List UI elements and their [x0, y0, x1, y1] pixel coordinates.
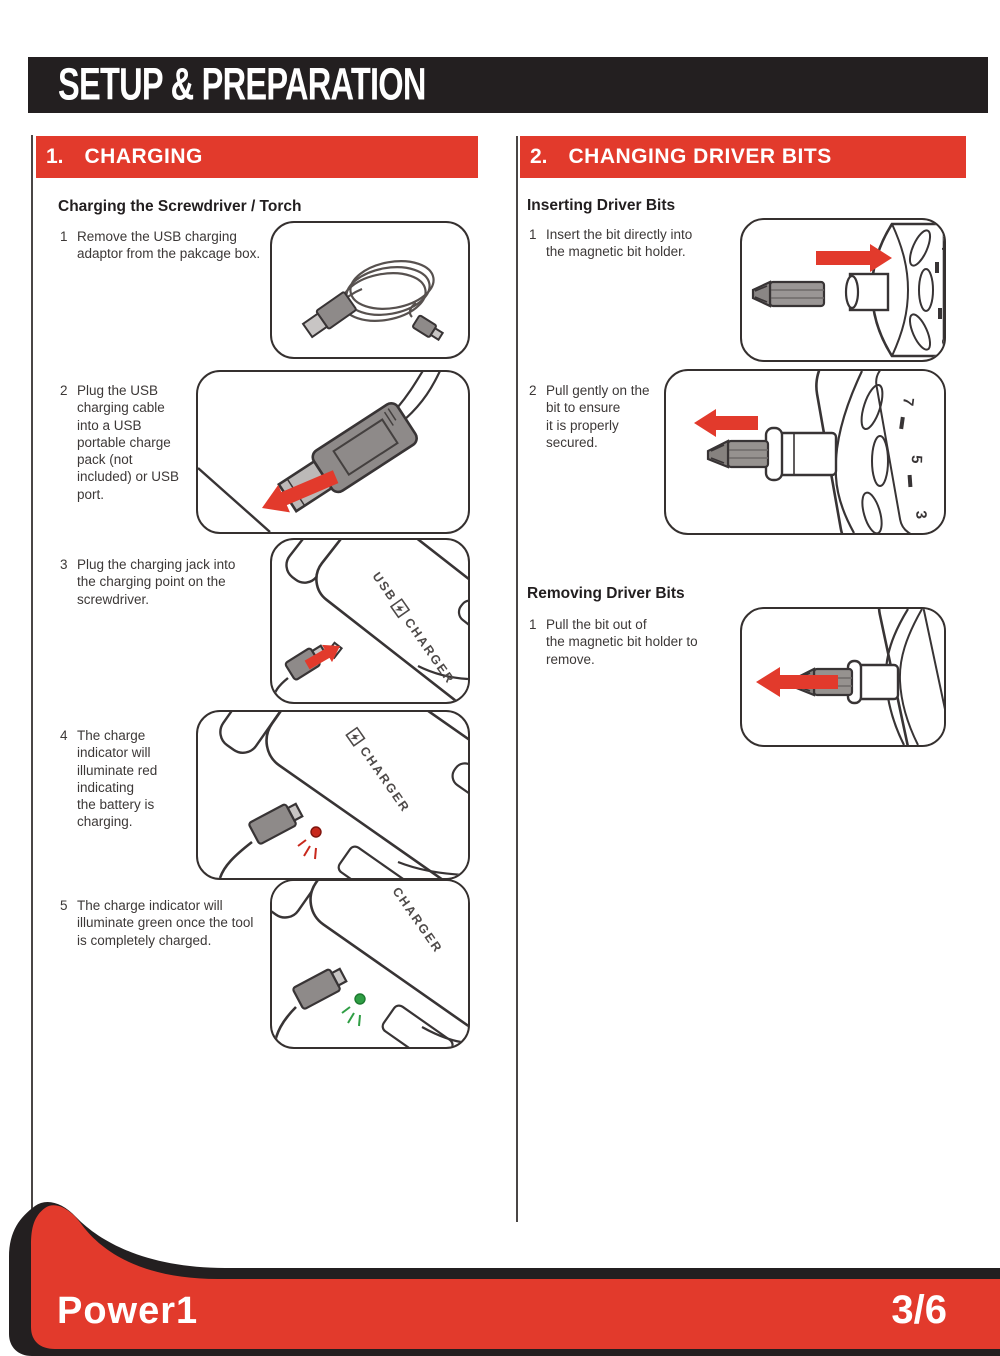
clutch-number: 5: [908, 455, 925, 464]
clutch-number: 5: [941, 292, 944, 299]
jack-cable: [272, 1006, 297, 1047]
footer-banner: [9, 1201, 1000, 1356]
remove-bit-illustration: [756, 609, 944, 745]
step-removing-1: 1 Pull the bit out of the magnetic bit h…: [529, 616, 719, 668]
clutch-number: 7: [939, 246, 944, 253]
subheading-removing-bits: Removing Driver Bits: [527, 585, 685, 602]
brand-name: Power1: [57, 1290, 199, 1332]
driver-bit: [751, 280, 826, 308]
lightning-icon: [345, 726, 366, 747]
figure-red-indicator: CHARGER: [196, 710, 470, 880]
usb-cable-illustration: [301, 260, 445, 342]
tool-grip: [272, 881, 365, 919]
figure-usb-plug: [196, 370, 470, 534]
step-number: 4: [60, 728, 68, 743]
lightning-bolt: [350, 734, 360, 740]
plug-direction-arrow-icon: [304, 644, 340, 670]
step-number: 1: [529, 617, 537, 632]
page-number: 3/6: [891, 1288, 947, 1332]
red-indicator-illustration: CHARGER: [218, 712, 468, 878]
step-number: 1: [529, 227, 537, 242]
clutch-scale: 7 5 3: [899, 397, 930, 520]
step-text: Pull the bit out of the magnetic bit hol…: [546, 617, 698, 667]
red-led-icon: [310, 826, 322, 838]
charge-pack-edge: [198, 467, 271, 532]
jack-cable: [272, 677, 289, 702]
chuck: 7 5 3: [844, 222, 944, 358]
red-led-rays: [297, 839, 317, 860]
bit-holder: [846, 659, 900, 705]
green-led-icon: [354, 993, 366, 1005]
page-title-banner: SETUP & PREPARATION: [28, 57, 988, 113]
jack-cable: [218, 840, 253, 878]
clutch-number: 7: [899, 397, 917, 407]
step-text: Plug the USB charging cable into a USB p…: [77, 383, 180, 502]
section-number: 1.: [46, 145, 64, 168]
step-number: 2: [529, 383, 537, 398]
step-charging-1: 1 Remove the USB charging adaptor from t…: [60, 228, 270, 263]
usb-a-plug: [301, 291, 357, 339]
left-column-rule: [31, 135, 33, 1210]
lightning-icon: [389, 598, 411, 619]
body-ridge: [417, 665, 468, 681]
step-charging-4: 4 The charge indicator will illuminate r…: [60, 727, 190, 831]
step-charging-2: 2 Plug the USB charging cable into a USB…: [60, 382, 190, 503]
figure-charging-jack: USB CHARGER: [270, 538, 470, 704]
body-ridge: [421, 1026, 468, 1045]
figure-remove-bit: [740, 607, 946, 747]
footer-red-shape: [31, 1205, 1000, 1349]
insert-bit-illustration: 7 5 3: [751, 222, 944, 358]
charging-jack: [292, 967, 348, 1010]
step-number: 2: [60, 383, 68, 398]
clutch-number: 3: [939, 338, 944, 345]
section-number: 2.: [530, 145, 548, 168]
figure-pull-bit: 7 5 3: [664, 369, 946, 535]
pull-direction-arrow-icon: [694, 409, 758, 437]
step-number: 5: [60, 898, 68, 913]
center-column-rule: [516, 136, 518, 1222]
tool-grip: [219, 712, 323, 754]
section-title: CHANGING DRIVER BITS: [568, 145, 832, 168]
step-text: Remove the USB charging adaptor from the…: [77, 229, 261, 262]
insert-direction-arrow-icon: [262, 470, 339, 513]
figure-usb-cable: [270, 221, 470, 359]
section-header-changing-bits: 2. CHANGING DRIVER BITS: [520, 136, 966, 178]
section-title: CHARGING: [84, 145, 203, 168]
pull-bit-illustration: 7 5 3: [694, 371, 944, 533]
charging-jack: [248, 802, 304, 845]
figure-insert-bit: 7 5 3: [740, 218, 946, 362]
charging-jack-illustration: USB CHARGER: [272, 540, 468, 702]
step-text: The charge indicator will illuminate red…: [77, 728, 158, 830]
step-number: 3: [60, 557, 68, 572]
tool-body: [309, 881, 468, 1047]
tool-body: [315, 540, 468, 702]
step-number: 1: [60, 229, 68, 244]
bit-holder: [764, 426, 838, 482]
charging-jack-tip: [412, 314, 445, 342]
usb-plug-illustration: [198, 372, 442, 532]
clutch-scale: 7 5 3: [935, 246, 944, 345]
step-text: Pull gently on the bit to ensure it is p…: [546, 383, 650, 450]
insert-direction-arrow-icon: [816, 244, 892, 272]
step-charging-5: 5 The charge indicator will illuminate g…: [60, 897, 290, 949]
page-title: SETUP & PREPARATION: [58, 59, 426, 110]
step-inserting-1: 1 Insert the bit directly into the magne…: [529, 226, 714, 261]
section-header-charging: 1. CHARGING: [36, 136, 478, 178]
step-text: The charge indicator will illuminate gre…: [77, 898, 254, 948]
subheading-charging: Charging the Screwdriver / Torch: [58, 198, 302, 215]
bit-holder-opening: [844, 274, 860, 310]
tool-body: [265, 712, 468, 878]
step-charging-3: 3 Plug the charging jack into the chargi…: [60, 556, 270, 608]
green-led-rays: [341, 1006, 361, 1027]
step-inserting-2: 2 Pull gently on the bit to ensure it is…: [529, 382, 669, 451]
step-text: Plug the charging jack into the charging…: [77, 557, 236, 607]
lightning-bolt: [394, 606, 405, 611]
figure-green-indicator: CHARGER: [270, 879, 470, 1049]
subheading-inserting-bits: Inserting Driver Bits: [527, 197, 676, 214]
clutch-number: 3: [912, 510, 930, 520]
green-indicator-illustration: CHARGER: [272, 881, 468, 1047]
step-text: Insert the bit directly into the magneti…: [546, 227, 693, 260]
remove-direction-arrow-icon: [756, 667, 838, 697]
driver-bit: [706, 439, 770, 469]
